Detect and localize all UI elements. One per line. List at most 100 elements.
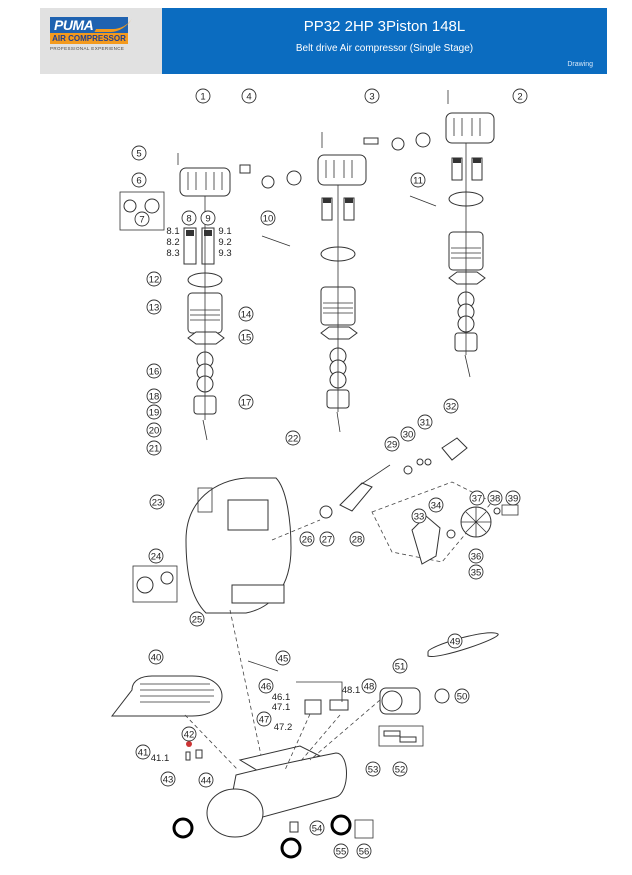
header-banner: PP32 2HP 3Piston 148L Belt drive Air com… — [162, 8, 607, 74]
callout-circle — [200, 210, 216, 226]
sub-part-label-47.1: 47.1 — [272, 702, 291, 713]
callout-number: 8 — [186, 213, 191, 224]
callout-20: 20 — [146, 422, 162, 438]
sub-part-label-41.1: 41.1 — [151, 753, 170, 764]
callout-number: 47 — [259, 714, 270, 725]
callout-circle — [131, 172, 147, 188]
callout-25: 25 — [189, 611, 205, 627]
callout-14: 14 — [238, 306, 254, 322]
callout-circle — [447, 633, 463, 649]
callout-circle — [333, 843, 349, 859]
callout-48: 48 — [361, 678, 377, 694]
callout-number: 46 — [261, 681, 272, 692]
callout-29: 29 — [384, 436, 400, 452]
callout-number: 52 — [395, 764, 406, 775]
wheel — [330, 814, 352, 836]
tank-assembly — [110, 632, 499, 859]
callout-30: 30 — [400, 426, 416, 442]
callout-4: 4 — [241, 88, 257, 104]
callout-circle — [260, 210, 276, 226]
callout-42: 42 — [181, 726, 197, 742]
callout-circle — [198, 772, 214, 788]
callout-number: 10 — [263, 213, 274, 224]
callout-19: 19 — [146, 404, 162, 420]
callout-circle — [469, 490, 485, 506]
callout-18: 18 — [146, 388, 162, 404]
callout-32: 32 — [443, 398, 459, 414]
callout-number: 56 — [359, 846, 370, 857]
callout-41: 41 — [135, 744, 151, 760]
callout-number: 20 — [149, 425, 160, 436]
callout-circle — [468, 548, 484, 564]
callout-number: 2 — [517, 91, 522, 102]
callout-circle — [411, 508, 427, 524]
callout-circle — [356, 843, 372, 859]
callout-circle — [428, 497, 444, 513]
callout-23: 23 — [149, 494, 165, 510]
logo-tagline: AIR COMPRESSOR — [50, 33, 128, 44]
callout-circle — [238, 329, 254, 345]
callout-circle — [195, 88, 211, 104]
sub-part-label-8.3: 8.3 — [166, 248, 179, 259]
callout-number: 11 — [413, 175, 423, 186]
callout-number: 13 — [149, 302, 160, 313]
callout-number: 7 — [139, 214, 144, 225]
callout-circle — [146, 271, 162, 287]
callout-number: 33 — [414, 511, 425, 522]
callout-36: 36 — [468, 548, 484, 564]
base-gasket — [187, 331, 225, 345]
callout-number: 31 — [420, 417, 431, 428]
valve-set-8 — [183, 227, 197, 265]
callout-33: 33 — [411, 508, 427, 524]
callout-circle — [364, 88, 380, 104]
callout-53: 53 — [365, 761, 381, 777]
callout-45: 45 — [275, 650, 291, 666]
callout-10: 10 — [260, 210, 276, 226]
callout-34: 34 — [428, 497, 444, 513]
cylinder-head — [179, 167, 231, 197]
callout-12: 12 — [146, 271, 162, 287]
callout-50: 50 — [454, 688, 470, 704]
callout-circle — [146, 363, 162, 379]
callout-number: 37 — [472, 493, 483, 504]
brand-logo: PUMA AIR COMPRESSOR PROFESSIONAL EXPERIE… — [40, 8, 162, 74]
callout-7: 7 — [134, 211, 150, 227]
callout-number: 38 — [490, 493, 501, 504]
callout-28: 28 — [349, 531, 365, 547]
callout-37: 37 — [469, 490, 485, 506]
callout-circle — [410, 172, 426, 188]
callout-number: 26 — [302, 534, 313, 545]
callout-55: 55 — [333, 843, 349, 859]
callout-circle — [135, 744, 151, 760]
sub-part-label-9.3: 9.3 — [218, 248, 231, 259]
callout-26: 26 — [299, 531, 315, 547]
pump-assembly-middle — [261, 132, 379, 433]
callout-number: 16 — [149, 366, 160, 377]
callout-circle — [160, 771, 176, 787]
callout-circle — [146, 388, 162, 404]
callout-number: 21 — [149, 443, 160, 454]
callout-38: 38 — [487, 490, 503, 506]
pump-assembly-right — [391, 90, 495, 378]
callout-8: 8 — [181, 210, 197, 226]
sub-part-label-46.1: 46.1 — [272, 692, 291, 703]
callout-circle — [505, 490, 521, 506]
callout-number: 4 — [246, 91, 251, 102]
sub-part-label-9.2: 9.2 — [218, 237, 231, 248]
callout-51: 51 — [392, 658, 408, 674]
callout-number: 18 — [149, 391, 160, 402]
callout-circle — [146, 422, 162, 438]
callout-number: 32 — [446, 401, 457, 412]
callout-circle — [238, 306, 254, 322]
sub-part-label-47.2: 47.2 — [274, 722, 293, 733]
callout-21: 21 — [146, 440, 162, 456]
callout-43: 43 — [160, 771, 176, 787]
callout-circle — [361, 678, 377, 694]
sub-part-label-48.1: 48.1 — [342, 685, 361, 696]
callout-circle — [149, 494, 165, 510]
callout-number: 1 — [200, 91, 205, 102]
callout-35: 35 — [468, 564, 484, 580]
callout-number: 34 — [431, 500, 442, 511]
callout-17: 17 — [238, 394, 254, 410]
